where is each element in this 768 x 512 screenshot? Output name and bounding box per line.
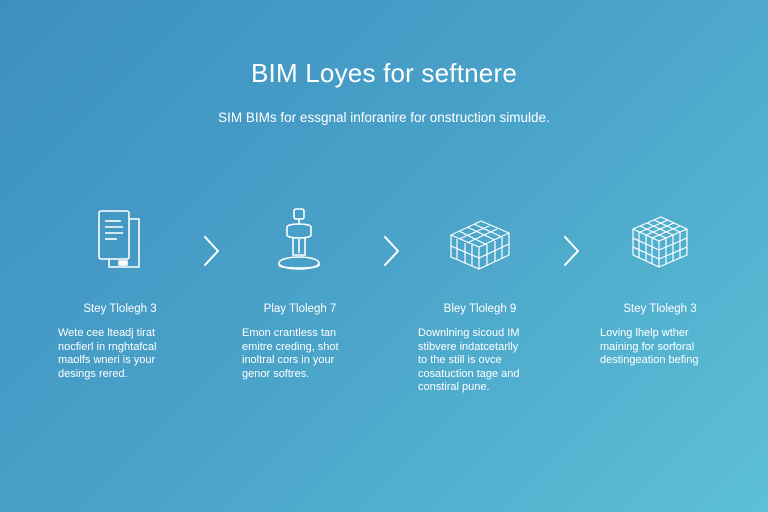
cube-grid-icon [625, 205, 695, 275]
step-1: Stey Tlolegh 3 Wete cee lteadj tirat noc… [50, 205, 190, 381]
step-1-description: Wete cee lteadj tirat nocfierl in rnghta… [58, 327, 157, 380]
page-title: BIM Loyes for seftnere [251, 58, 517, 88]
step-4-label: Stey Tlolegh 3 [623, 303, 697, 315]
step-2: Play Tlolegh 7 Emon crantless tan emitre… [230, 205, 370, 381]
valve-icon [265, 205, 335, 275]
step-3: Bley Tlolegh 9 Downlning sicoud IM stibv… [410, 205, 550, 395]
document-icon [85, 205, 155, 275]
step-3-description: Downlning sicoud IM stibvere indatcetarl… [418, 327, 520, 393]
step-4: Stey Tlolegh 3 Loving lhelp wther mainin… [590, 205, 730, 368]
step-3-label: Bley Tlolegh 9 [443, 303, 517, 315]
step-1-label: Stey Tlolegh 3 [83, 303, 157, 315]
chevron-right-icon [560, 234, 582, 268]
building-model-icon [445, 205, 515, 275]
chevron-right-icon [380, 234, 402, 268]
page-subtitle: SIM BIMs for essgnal inforanire for onst… [218, 110, 550, 125]
chevron-right-icon [200, 234, 222, 268]
step-2-description: Emon crantless tan emitre creding, shot … [242, 327, 339, 380]
step-4-description: Loving lhelp wther maining for sorforal … [600, 327, 699, 366]
step-2-label: Play Tlolegh 7 [263, 303, 337, 315]
